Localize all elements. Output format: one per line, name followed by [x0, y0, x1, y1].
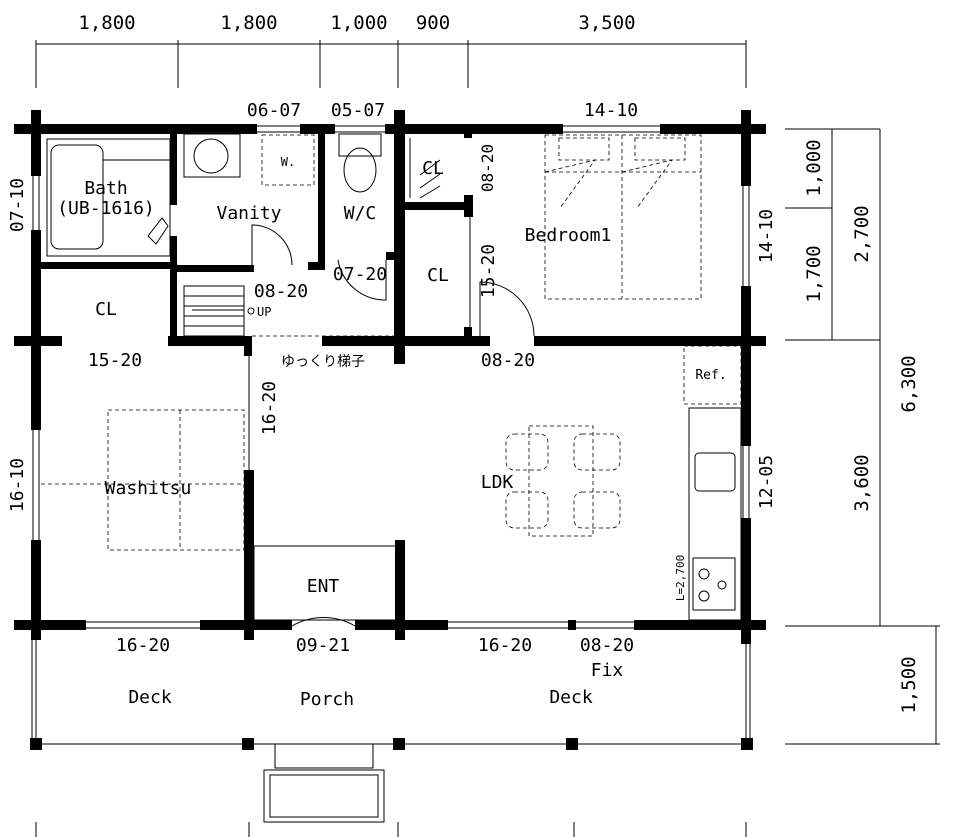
code-closet-small: 08-20 — [478, 144, 497, 192]
code-kitchen-window: 12-05 — [756, 455, 777, 509]
label-entrance: ENT — [307, 576, 340, 597]
fixtures — [31, 133, 751, 823]
dim-top-1: 1,800 — [78, 12, 135, 34]
code-vanity-window: 06-07 — [247, 100, 301, 121]
label-closet-lower: CL — [427, 265, 449, 286]
label-vanity: Vanity — [216, 203, 281, 224]
dim-top-5: 3,500 — [578, 12, 635, 34]
code-closet-door: 15-20 — [88, 350, 142, 371]
code-stair-hall: 16-20 — [259, 381, 280, 435]
walls — [14, 110, 766, 750]
code-bath-window: 07-10 — [7, 178, 28, 232]
doors — [251, 224, 535, 627]
dim-right-6300: 6,300 — [898, 355, 920, 412]
dimension-lines — [35, 40, 940, 837]
label-bedroom: Bedroom1 — [525, 225, 612, 246]
label-deck-left: Deck — [128, 687, 172, 708]
label-bath: Bath — [84, 178, 127, 199]
windows — [32, 125, 750, 630]
dim-right-2700: 2,700 — [851, 205, 873, 262]
dim-right-3600: 3,600 — [851, 454, 873, 511]
label-closet-left: CL — [95, 299, 117, 320]
label-porch: Porch — [300, 689, 354, 710]
label-closet-upper: CL — [422, 158, 444, 179]
dim-top-4: 900 — [416, 12, 450, 34]
code-bed-right-window: 14-10 — [756, 209, 777, 263]
dim-right-1500: 1,500 — [898, 656, 920, 713]
label-washitsu: Washitsu — [105, 478, 192, 499]
code-ldk-deck-window: 16-20 — [478, 635, 532, 656]
label-fix: Fix — [591, 660, 624, 681]
code-entrance-door: 09-21 — [296, 635, 350, 656]
code-wc-door: 07-20 — [333, 264, 387, 285]
dim-right-1700: 1,700 — [803, 245, 825, 302]
label-deck-right: Deck — [549, 687, 593, 708]
code-vanity-door: 08-20 — [254, 281, 308, 302]
code-washitsu-window: 16-10 — [7, 458, 28, 512]
label-ldk: LDK — [481, 472, 514, 493]
label-wc: W/C — [344, 203, 377, 224]
label-washer: W. — [281, 155, 295, 169]
code-washitsu-deck-window: 16-20 — [116, 635, 170, 656]
code-wc-window: 05-07 — [331, 100, 385, 121]
code-bed-top-window: 14-10 — [584, 100, 638, 121]
label-bath-unit: (UB-1616) — [57, 198, 155, 219]
code-storage-opening: 15-20 — [478, 244, 499, 298]
label-stair-note: ゆっくり梯子 — [281, 354, 365, 370]
label-fridge: Ref. — [695, 368, 726, 383]
code-fix-window: 08-20 — [580, 635, 634, 656]
code-bedroom-door: 08-20 — [481, 350, 535, 371]
label-kitchen-length: L=2,700 — [674, 555, 687, 601]
dim-right-1000: 1,000 — [803, 139, 825, 196]
label-stair-up: UP — [257, 305, 271, 319]
dim-top-3: 1,000 — [330, 12, 387, 34]
dim-top-2: 1,800 — [220, 12, 277, 34]
